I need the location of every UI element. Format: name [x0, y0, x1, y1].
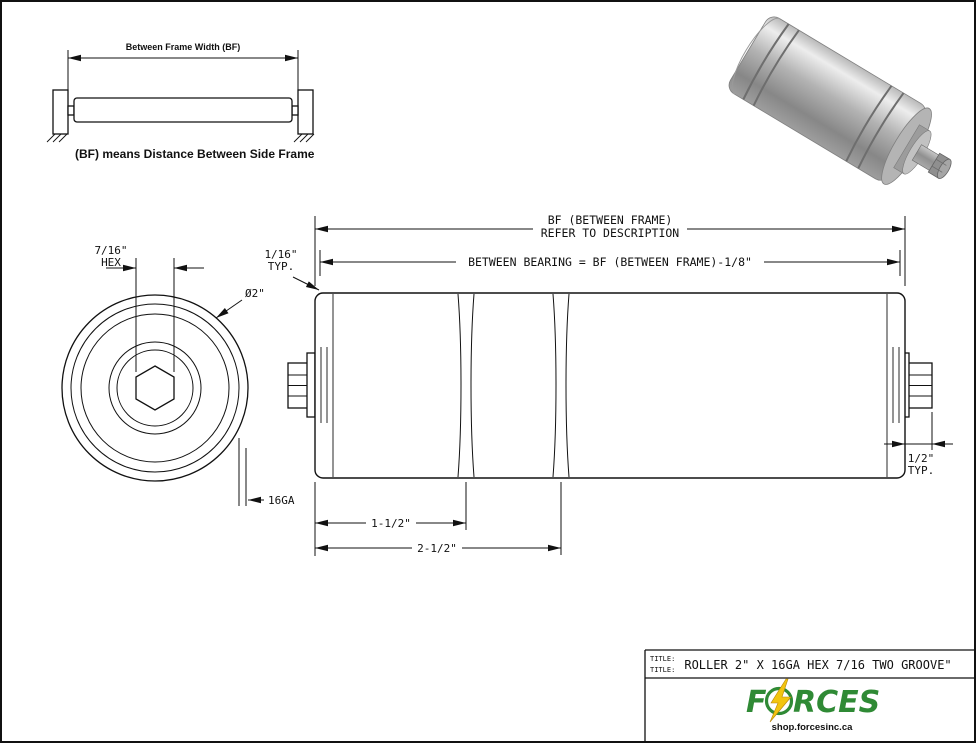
lip-dimension: 1/16" TYP.	[264, 248, 320, 291]
groove1-dim-label: 1-1/2"	[371, 517, 411, 530]
inset-ground-hatch	[46, 133, 315, 143]
inset-bf-dim-label: Between Frame Width (BF)	[126, 42, 240, 52]
inset-left-frame	[52, 89, 69, 135]
shaft-dim-line2: TYP.	[908, 464, 935, 477]
roller-3d-ridges	[742, 23, 905, 169]
title-label-2: TITLE:	[650, 666, 675, 674]
bf-dimension: BF (BETWEEN FRAME) REFER TO DESCRIPTION	[314, 213, 906, 286]
inset-caption: (BF) means Distance Between Side Frame	[75, 147, 315, 161]
brand-letters-rces: RCES	[793, 685, 880, 720]
drawing-title: ROLLER 2" X 16GA HEX 7/16 TWO GROOVE"	[684, 658, 951, 672]
hex-dim-line1: 7/16"	[94, 244, 127, 257]
lip-dim-line1: 1/16"	[264, 248, 297, 261]
groove2-dim-label: 2-1/2"	[417, 542, 457, 555]
inset-roller-body	[73, 97, 293, 123]
roller-3d-render	[728, 16, 952, 185]
bf-dim-line1: BF (BETWEEN FRAME)	[548, 213, 673, 227]
side-bearing-lines	[320, 294, 900, 477]
side-groove-1	[457, 293, 475, 478]
diameter-label: Ø2"	[245, 287, 265, 300]
hex-dim-line2: HEX	[101, 256, 121, 269]
title-block: TITLE: TITLE: ROLLER 2" X 16GA HEX 7/16 …	[644, 649, 975, 742]
gauge-dimension: 16GA	[238, 438, 295, 507]
gauge-label: 16GA	[268, 494, 295, 507]
bearing-dimension: BETWEEN BEARING = BF (BETWEEN FRAME)-1/8…	[319, 250, 901, 276]
side-view: BF (BETWEEN FRAME) REFER TO DESCRIPTION …	[264, 213, 953, 556]
front-outer-circle	[61, 294, 249, 482]
hex-dimension: 7/16" HEX	[94, 244, 204, 372]
groove1-dimension: 1-1/2"	[314, 482, 467, 556]
shaft-dim-line1: 1/2"	[908, 452, 935, 465]
front-hex-bore	[135, 365, 175, 411]
inset-right-frame	[297, 89, 314, 135]
front-view: 7/16" HEX Ø2" 16GA	[61, 244, 295, 507]
title-label-1: TITLE:	[650, 655, 675, 663]
side-roller-body	[314, 292, 906, 479]
side-groove-2	[552, 293, 570, 478]
groove2-dimension: 2-1/2"	[315, 482, 562, 555]
inset-diagram: Between Frame Width (BF) (BF) means Dist…	[46, 42, 315, 161]
bf-dim-line2: REFER TO DESCRIPTION	[541, 226, 680, 240]
brand-o-ring	[764, 686, 794, 716]
inset-left-shaft	[67, 105, 75, 116]
brand-logo: F RCES	[746, 678, 880, 723]
brand-website: shop.forcesinc.ca	[772, 722, 853, 733]
front-bearing-inner-circle	[116, 349, 194, 427]
side-left-shaft	[287, 352, 316, 418]
brand-letter-f: F	[746, 685, 767, 720]
shaft-dimension: 1/2" TYP.	[884, 412, 953, 477]
diameter-dimension: Ø2"	[215, 287, 265, 319]
front-tube-inner-circle	[70, 303, 240, 473]
lip-dim-line2: TYP.	[268, 260, 295, 273]
inset-bf-dimension: Between Frame Width (BF)	[67, 42, 299, 95]
inset-right-shaft	[291, 105, 299, 116]
lightning-bolt-icon	[769, 678, 792, 723]
bearing-dim-label: BETWEEN BEARING = BF (BETWEEN FRAME)-1/8…	[468, 255, 752, 269]
front-bearing-housing-circle	[80, 313, 230, 463]
front-bearing-outer-circle	[108, 341, 202, 435]
